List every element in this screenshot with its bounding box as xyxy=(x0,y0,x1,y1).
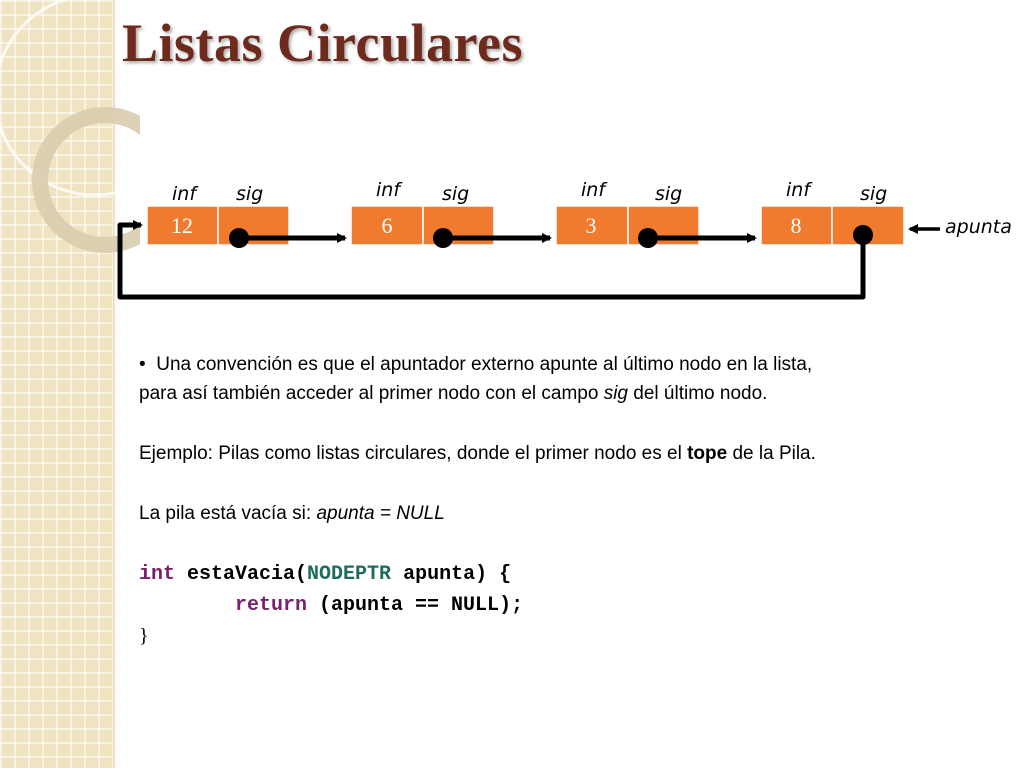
pointer-dot xyxy=(638,228,658,248)
node-value: 3 xyxy=(586,213,597,238)
code-params: apunta) { xyxy=(391,563,512,586)
example-text-2: de la Pila. xyxy=(727,443,816,464)
side-band-edge xyxy=(113,0,116,768)
code-keyword-int: int xyxy=(139,563,176,586)
example-bold-tope: tope xyxy=(687,443,728,464)
pointer-dot xyxy=(229,228,249,248)
inf-label: inf xyxy=(376,179,403,201)
pointer-dot xyxy=(433,228,453,248)
node-value: 12 xyxy=(171,213,193,238)
code-indent xyxy=(139,594,235,617)
code-block: int estaVacia(NODEPTR apunta) { return (… xyxy=(139,559,1009,653)
code-return-expression: (apunta == NULL); xyxy=(307,594,524,617)
sig-label: sig xyxy=(442,183,469,205)
inf-label: inf xyxy=(786,179,813,201)
paragraph-empty-condition: La pila está vacía si: apunta = NULL xyxy=(139,499,1009,528)
node-value: 6 xyxy=(382,213,393,238)
inf-cell xyxy=(350,205,424,246)
pointer-dot xyxy=(853,225,873,245)
node-2: inf sig 6 xyxy=(350,179,495,246)
decorative-circles xyxy=(0,0,140,253)
inf-cell xyxy=(760,205,833,246)
sig-label: sig xyxy=(236,183,263,205)
code-function-name: estaVacia( xyxy=(175,563,308,586)
link-2-to-3 xyxy=(433,228,552,248)
node-3: inf sig 3 xyxy=(555,179,700,246)
paragraph-convention: • Una convención es que el apuntador ext… xyxy=(139,350,1009,408)
empty-text: La pila está vacía si: xyxy=(139,503,317,524)
paragraph-example: Ejemplo: Pilas como listas circulares, d… xyxy=(139,439,1009,468)
convention-text-3: del último nodo. xyxy=(628,383,768,404)
apunta-label: apunta xyxy=(945,216,1012,238)
convention-text-2: para así también acceder al primer nodo … xyxy=(139,383,604,404)
code-closing-brace: } xyxy=(139,625,149,647)
convention-italic-sig: sig xyxy=(603,383,628,404)
node-4: inf sig 8 xyxy=(760,179,905,246)
bullet: • xyxy=(139,354,146,375)
slide-body: • Una convención es que el apuntador ext… xyxy=(139,350,1009,653)
example-text-1: Ejemplo: Pilas como listas circulares, d… xyxy=(139,443,688,464)
sig-label: sig xyxy=(860,183,887,205)
slide-title: Listas Circulares xyxy=(122,13,524,73)
code-keyword-return: return xyxy=(235,594,308,617)
node-value: 8 xyxy=(791,213,802,238)
external-pointer: apunta xyxy=(908,216,1012,238)
inf-label: inf xyxy=(581,179,608,201)
link-1-to-2 xyxy=(229,228,347,248)
sig-label: sig xyxy=(655,183,682,205)
link-4-to-1-circular xyxy=(117,220,873,300)
code-type-nodeptr: NODEPTR xyxy=(307,563,392,586)
empty-condition-italic: apunta = NULL xyxy=(316,503,445,524)
circular-list-diagram: inf sig 12 inf sig 6 inf sig 3 inf sig 8 xyxy=(117,179,1012,300)
link-3-to-4 xyxy=(638,228,757,248)
inf-label: inf xyxy=(172,183,199,205)
convention-text-1: Una convención es que el apuntador exter… xyxy=(156,354,813,375)
